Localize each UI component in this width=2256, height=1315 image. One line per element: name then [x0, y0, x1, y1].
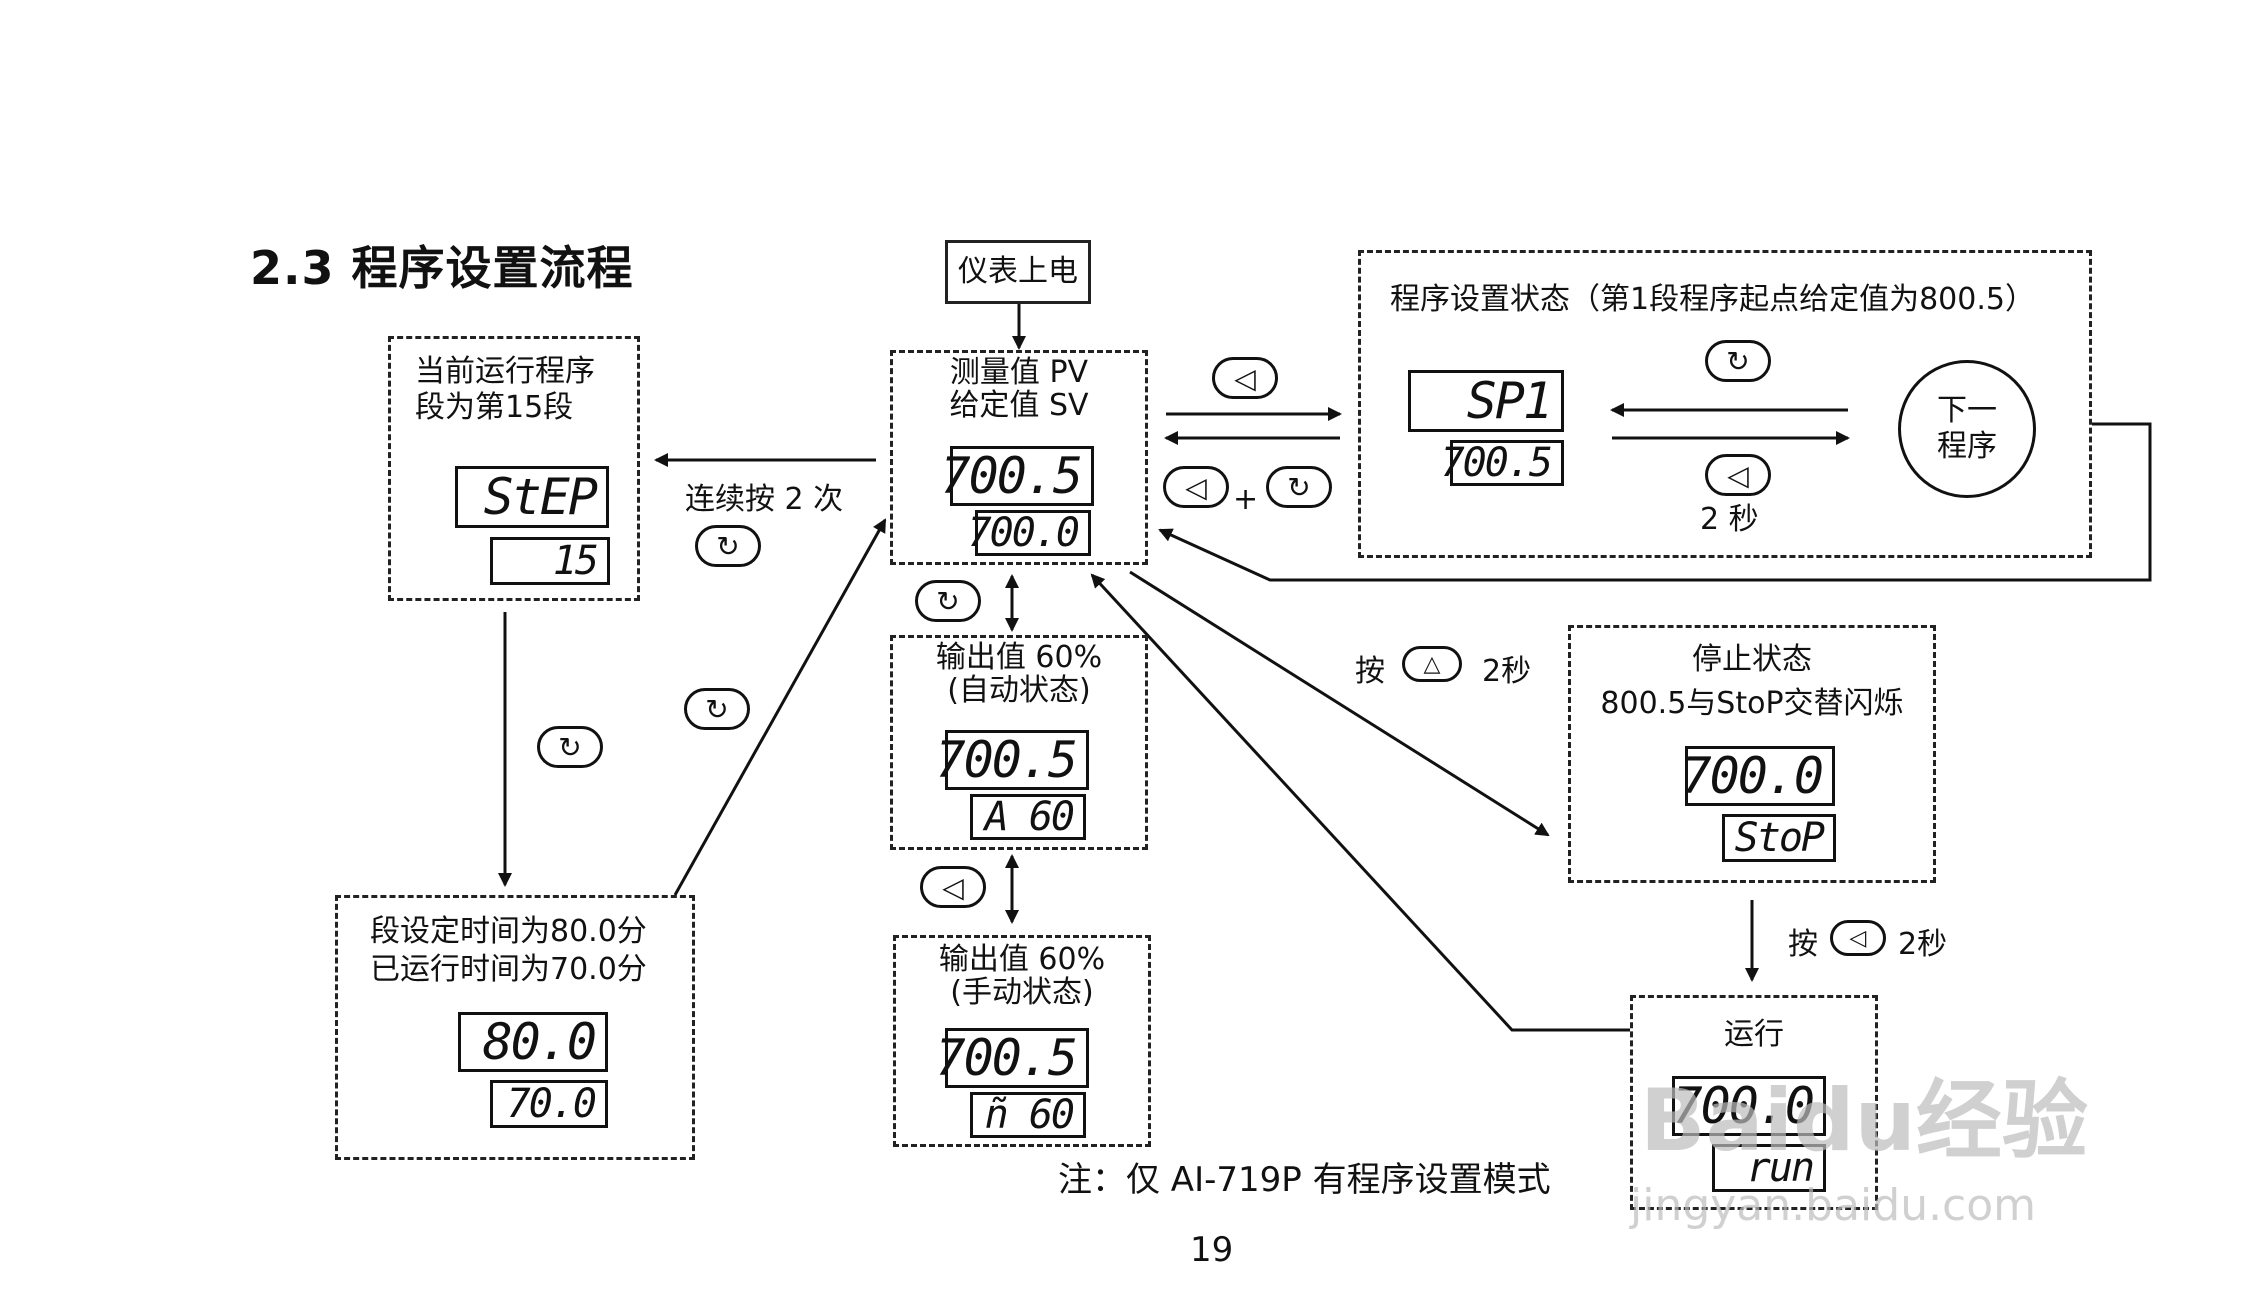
page-number: 19	[1190, 1230, 1234, 1270]
current-step-label-1: 当前运行程序	[415, 354, 595, 389]
auto-output-label: 输出值 60%	[935, 640, 1103, 675]
stop-display: StoP	[1722, 814, 1836, 862]
stop-pv-display: 700.0	[1681, 746, 1835, 806]
cycle-key-press-twice[interactable]: ↻	[695, 525, 761, 567]
run-time-display: 70.0	[490, 1080, 608, 1128]
note-text: 注：仅 AI-719P 有程序设置模式	[1058, 1160, 1551, 1200]
cycle-icon: ↻	[716, 529, 740, 563]
left-key-auto-manual[interactable]: ◁	[920, 866, 986, 908]
next-program-label-2: 程序	[1937, 429, 1997, 464]
program-hold-seconds: 2 秒	[1700, 502, 1759, 537]
step-display: StEP	[455, 466, 609, 528]
auto-pv-display: 700.5	[935, 730, 1089, 790]
run-press-label: 按	[1788, 927, 1818, 962]
step-number-display: 15	[490, 537, 610, 585]
press-twice-label: 连续按 2 次	[685, 482, 844, 517]
run-pv-display: 700.0	[1672, 1076, 1826, 1136]
left-arrow-icon: ◁	[1234, 361, 1256, 395]
manual-output-label: 输出值 60%	[938, 942, 1106, 977]
program-setting-label: 程序设置状态（第1段程序起点给定值为800.5）	[1390, 282, 2035, 317]
cycle-icon: ↻	[705, 692, 729, 726]
manual-pv-display: 700.5	[935, 1028, 1089, 1088]
run-state-label: 运行	[1724, 1017, 1784, 1052]
main-sv-display: 700.0	[968, 510, 1091, 556]
set-time-display: 80.0	[458, 1012, 608, 1072]
next-program-label-1: 下一	[1937, 393, 1997, 428]
page-title: 2.3 程序设置流程	[250, 241, 634, 295]
segment-run-time-label: 已运行时间为70.0分	[370, 952, 647, 987]
cycle-key-time-to-main[interactable]: ↻	[684, 688, 750, 730]
power-on-label: 仪表上电	[958, 254, 1078, 289]
main-display-box	[890, 350, 1148, 565]
up-arrow-icon: △	[1423, 651, 1441, 677]
program-value-display: 700.5	[1441, 440, 1564, 486]
left-arrow-icon: ◁	[1849, 925, 1867, 951]
baidu-watermark-url: jingyan.baidu.com	[1630, 1180, 2037, 1231]
auto-state-label: (自动状态)	[947, 673, 1091, 708]
cycle-icon: ↻	[558, 730, 582, 764]
left-arrow-icon: ◁	[1727, 458, 1749, 492]
manual-state-box	[893, 935, 1151, 1147]
cycle-icon: ↻	[1726, 344, 1750, 378]
cycle-key-combo[interactable]: ↻	[1266, 466, 1332, 508]
cycle-key-step-to-time[interactable]: ↻	[537, 726, 603, 768]
main-sv-label: 给定值 SV	[949, 388, 1089, 423]
run-state-box	[1630, 995, 1878, 1210]
stop-state-label: 停止状态	[1692, 642, 1812, 677]
main-pv-display: 700.5	[940, 446, 1094, 506]
cycle-key-program[interactable]: ↻	[1705, 340, 1771, 382]
manual-state-label: (手动状态)	[950, 975, 1094, 1010]
next-program-button[interactable]: 下一 程序	[1898, 360, 2036, 498]
baidu-watermark-logo: Baidu经验	[1640, 1071, 2088, 1171]
run-seconds-label: 2秒	[1898, 927, 1948, 962]
stop-flash-label: 800.5与StoP交替闪烁	[1600, 686, 1904, 721]
stop-state-box	[1568, 625, 1936, 883]
stop-press-label: 按	[1355, 654, 1385, 689]
cycle-icon: ↻	[1287, 470, 1311, 504]
left-arrow-icon: ◁	[1185, 470, 1207, 504]
main-pv-label: 测量值 PV	[949, 355, 1089, 390]
left-key-combo[interactable]: ◁	[1163, 466, 1229, 508]
auto-output-display: A 60	[970, 794, 1086, 840]
cycle-icon: ↻	[936, 584, 960, 618]
plus-sign: +	[1233, 482, 1259, 517]
left-key-program[interactable]: ◁	[1705, 454, 1771, 496]
cycle-key-main-auto[interactable]: ↻	[915, 580, 981, 622]
program-setting-box	[1358, 250, 2092, 558]
segment-set-time-label: 段设定时间为80.0分	[370, 914, 647, 949]
auto-state-box	[890, 635, 1148, 850]
left-arrow-icon: ◁	[942, 870, 964, 904]
run-display: run	[1712, 1144, 1826, 1192]
current-step-label-2: 段为第15段	[415, 390, 574, 425]
power-on-box: 仪表上电	[945, 240, 1091, 304]
left-key-run[interactable]: ◁	[1830, 920, 1886, 956]
up-key-stop[interactable]: △	[1402, 646, 1462, 682]
current-step-box	[388, 336, 640, 601]
sp1-display: SP1	[1408, 370, 1564, 432]
segment-time-box	[335, 895, 695, 1160]
left-key-to-program[interactable]: ◁	[1212, 357, 1278, 399]
manual-output-display: ñ 60	[970, 1092, 1086, 1138]
stop-seconds-label: 2秒	[1482, 654, 1532, 689]
